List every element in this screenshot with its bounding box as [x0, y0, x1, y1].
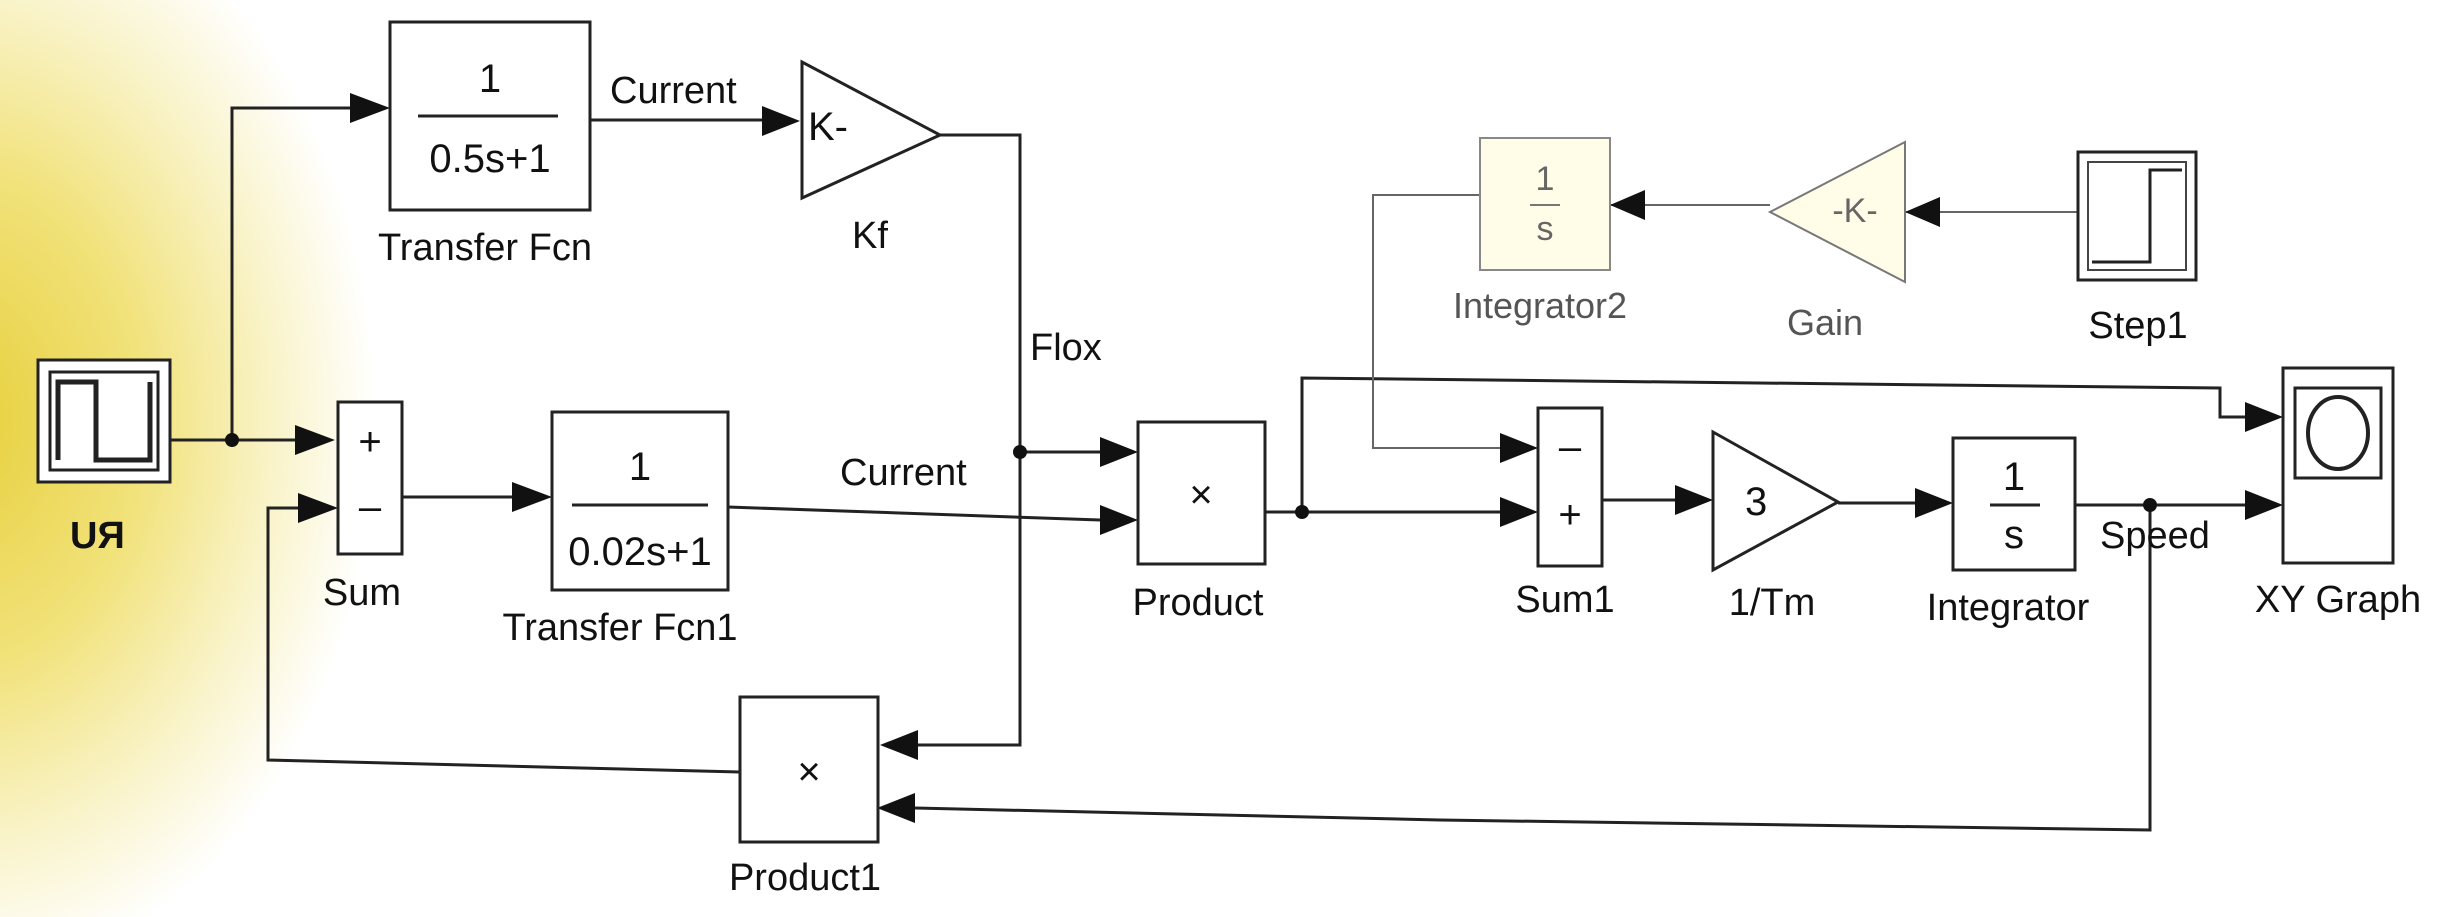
scope-icon — [2306, 395, 2370, 471]
gain-block[interactable] — [1767, 140, 1906, 284]
wire-kf-flox — [918, 133, 1022, 747]
tm-label: 1/Tm — [1729, 582, 1816, 624]
arrow-product1-in1 — [880, 730, 918, 760]
tm-gain-block[interactable] — [1711, 429, 1842, 573]
ur-pulse-block[interactable] — [36, 358, 172, 484]
ur-label: UЯ — [70, 515, 125, 557]
kf-gain-block[interactable] — [800, 59, 944, 201]
junction-dot — [1295, 505, 1309, 519]
arrow-tf-in — [350, 93, 390, 123]
sum1-plus-sign: + — [1558, 493, 1581, 537]
tf-denominator: 0.5s+1 — [429, 137, 550, 181]
signal-current-mid: Current — [840, 452, 967, 494]
tf1-numerator: 1 — [629, 445, 651, 489]
integrator2-block[interactable] — [1479, 137, 1611, 271]
pulse-icon — [55, 379, 153, 463]
wire-speed-to-product1 — [914, 505, 2152, 832]
tm-symbol: 3 — [1745, 480, 1767, 524]
signal-speed: Speed — [2100, 515, 2210, 557]
arrow-sum-plus-in — [295, 425, 335, 455]
wire-product1-to-sum — [266, 506, 741, 774]
arrow-sum-minus-in — [298, 493, 338, 523]
product1-symbol: × — [797, 750, 820, 794]
arrow-integrator-in — [1915, 488, 1953, 518]
sum-label: Sum — [323, 572, 401, 614]
arrow-tf1-in — [512, 482, 552, 512]
arrow-xy-in1 — [2245, 402, 2283, 432]
sum-plus-sign: + — [358, 420, 381, 464]
sum-block[interactable] — [336, 400, 404, 556]
arrow-product-in2 — [1100, 505, 1138, 535]
int2-label: Integrator2 — [1453, 285, 1627, 326]
xy-graph-block[interactable] — [2281, 366, 2395, 565]
int2-numerator: 1 — [1536, 160, 1555, 198]
product-label: Product — [1133, 582, 1264, 624]
tf-numerator: 1 — [479, 57, 501, 101]
step1-label: Step1 — [2088, 305, 2187, 347]
wire-tf1-to-product — [727, 505, 1101, 522]
sum1-minus-sign: – — [1559, 425, 1582, 469]
transfer-fcn-block[interactable] — [388, 20, 592, 212]
kf-symbol: K- — [808, 105, 848, 149]
int2-denominator: s — [1537, 210, 1554, 248]
product-block[interactable] — [1136, 420, 1267, 566]
product-symbol: × — [1189, 473, 1212, 517]
integrator-numerator: 1 — [2003, 455, 2025, 499]
arrow-kf-in — [762, 106, 800, 136]
transfer-fcn1-block[interactable] — [550, 410, 730, 592]
product1-label: Product1 — [729, 857, 881, 899]
integrator-denominator: s — [2004, 513, 2024, 557]
tf-label: Transfer Fcn — [378, 227, 592, 269]
arrow-sum1-minus-in — [1500, 433, 1538, 463]
step1-block[interactable] — [2076, 150, 2198, 282]
sum1-label: Sum1 — [1515, 579, 1614, 621]
tf1-denominator: 0.02s+1 — [568, 530, 711, 574]
junction-dot — [2143, 498, 2157, 512]
arrow-sum1-plus-in — [1500, 497, 1538, 527]
tf1-label: Transfer Fcn1 — [502, 607, 737, 649]
signal-current-top: Current — [610, 70, 737, 112]
sum1-block[interactable] — [1536, 406, 1604, 568]
integrator-block[interactable] — [1951, 436, 2077, 572]
sum-minus-sign: – — [359, 485, 382, 529]
junction-dot — [225, 433, 239, 447]
xy-graph-label: XY Graph — [2255, 579, 2421, 621]
step-icon — [2092, 168, 2182, 264]
arrow-tm-in — [1675, 485, 1713, 515]
signal-flox: Flox — [1030, 327, 1102, 369]
integrator-label: Integrator — [1927, 587, 2090, 629]
arrow-xy-in2 — [2245, 490, 2283, 520]
kf-label: Kf — [852, 215, 888, 257]
arrow-product-in1 — [1100, 437, 1138, 467]
arrow-int2-in — [1610, 190, 1645, 220]
arrow-gain-in — [1905, 197, 1940, 227]
wire-int2-to-sum1 — [1372, 194, 1500, 449]
junction-dot — [1013, 445, 1027, 459]
wire-product-to-xy — [1300, 376, 2245, 512]
wire-ur-to-tf — [230, 106, 350, 440]
gain-symbol: -K- — [1832, 192, 1877, 230]
product1-block[interactable] — [738, 695, 880, 844]
gain-label: Gain — [1787, 302, 1863, 343]
arrow-product1-in2 — [877, 793, 915, 823]
